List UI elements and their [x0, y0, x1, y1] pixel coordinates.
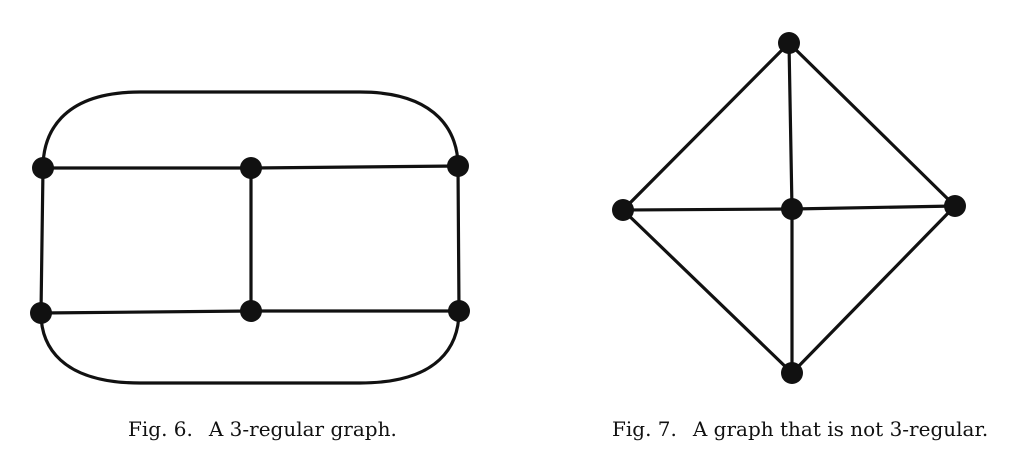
- node-top: [778, 32, 800, 54]
- figure-6-caption: Fig. 6. A 3-regular graph.: [128, 417, 397, 441]
- edge-c-f: [456, 164, 461, 313]
- edge-a-c: [41, 90, 460, 170]
- figure-6-caption-number: Fig. 6.: [128, 417, 193, 441]
- node-f: [448, 300, 470, 322]
- figure-6-caption-text: A 3-regular graph.: [208, 417, 397, 441]
- edge-a-d: [39, 166, 45, 315]
- node-right: [944, 195, 966, 217]
- edge-top-left: [621, 41, 791, 212]
- edge-top-center: [787, 41, 794, 211]
- edge-bottom-right: [790, 204, 957, 375]
- figure-7-caption: Fig. 7. A graph that is not 3-regular.: [612, 417, 988, 441]
- node-d: [30, 302, 52, 324]
- figure-7-graph: [612, 32, 966, 384]
- figure-7-caption-number: Fig. 7.: [612, 417, 677, 441]
- edge-d-e: [39, 309, 253, 315]
- figure-7-caption-text: A graph that is not 3-regular.: [692, 417, 989, 441]
- edge-b-c: [249, 164, 460, 170]
- node-c: [447, 155, 469, 177]
- edge-d-f: [39, 309, 461, 385]
- node-a: [32, 157, 54, 179]
- edge-center-right: [790, 204, 957, 211]
- node-bottom: [781, 362, 803, 384]
- edge-top-right: [787, 41, 957, 208]
- edge-left-center: [621, 207, 794, 212]
- figure-6-graph: [30, 90, 470, 385]
- edge-bottom-left: [621, 208, 794, 375]
- node-e: [240, 300, 262, 322]
- node-center: [781, 198, 803, 220]
- node-b: [240, 157, 262, 179]
- node-left: [612, 199, 634, 221]
